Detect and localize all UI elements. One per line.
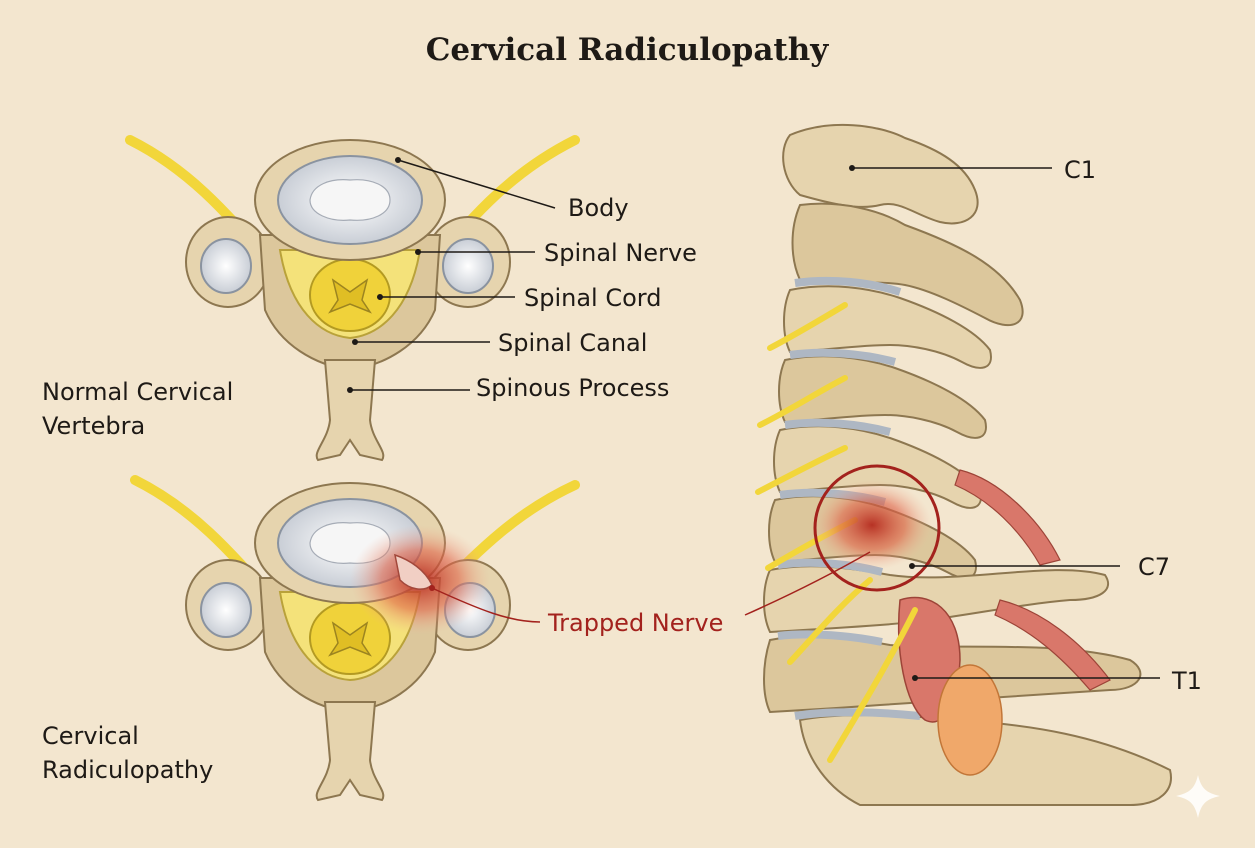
caption-normal-line1: Normal Cervical bbox=[42, 378, 233, 406]
right-facet-joint bbox=[442, 238, 494, 294]
caption-radiculopathy-line2: Radiculopathy bbox=[42, 756, 213, 784]
caption-normal-line2: Vertebra bbox=[42, 412, 145, 440]
label-trapped-nerve: Trapped Nerve bbox=[547, 609, 723, 637]
left-facet-joint bbox=[200, 238, 252, 294]
label-spinous-process: Spinous Process bbox=[476, 374, 669, 402]
grey-matter bbox=[328, 278, 372, 314]
label-spinal-cord: Spinal Cord bbox=[524, 284, 661, 312]
nucleus-pulposus bbox=[309, 179, 391, 221]
normal-vertebra bbox=[125, 135, 580, 462]
cervical-spine-side-view bbox=[755, 123, 1172, 806]
radiculopathy-vertebra bbox=[130, 475, 580, 802]
label-c7: C7 bbox=[1138, 553, 1170, 581]
fat-tissue bbox=[937, 664, 1003, 776]
c1-vertebra bbox=[782, 123, 979, 225]
label-body: Body bbox=[568, 194, 629, 222]
label-c1: C1 bbox=[1064, 156, 1096, 184]
caption-radiculopathy-line1: Cervical bbox=[42, 722, 139, 750]
label-spinal-canal: Spinal Canal bbox=[498, 329, 647, 357]
trapped-nerve-highlight-circle bbox=[813, 464, 941, 592]
label-spinal-nerve: Spinal Nerve bbox=[544, 239, 697, 267]
sparkle-icon bbox=[1176, 775, 1220, 818]
spinous-process-shape bbox=[315, 359, 385, 462]
page-title: Cervical Radiculopathy bbox=[426, 32, 830, 68]
label-t1: T1 bbox=[1171, 667, 1202, 695]
